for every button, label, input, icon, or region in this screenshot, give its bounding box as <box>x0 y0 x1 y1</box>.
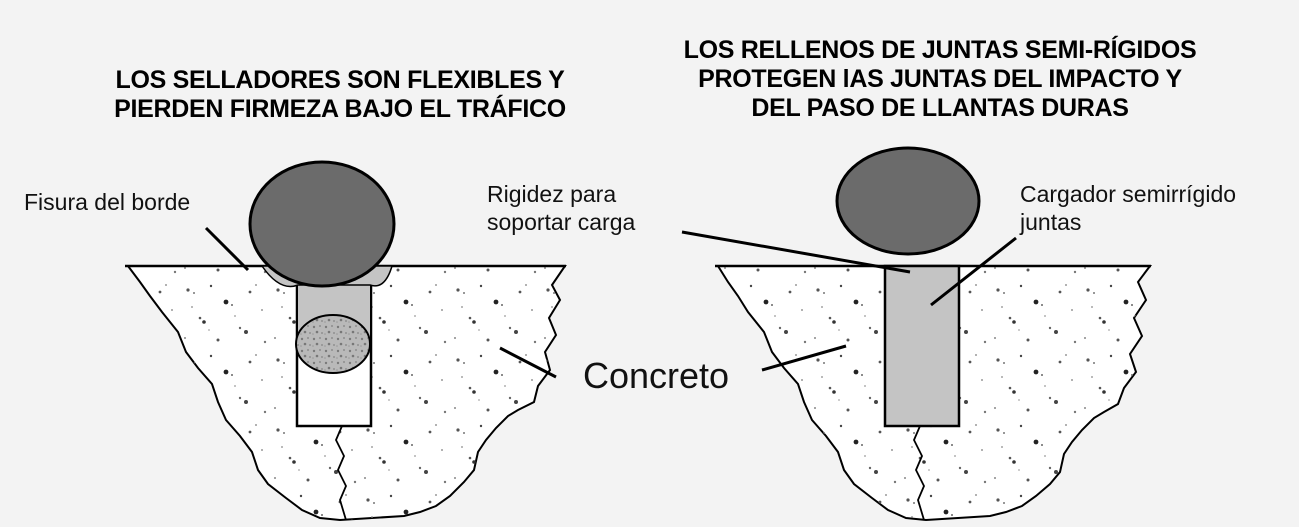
left-wheel <box>248 160 396 288</box>
left-title-line-1: LOS SELLADORES SON FLEXIBLES Y <box>115 66 565 94</box>
left-concreto-pointer <box>499 346 557 379</box>
right-wheel <box>835 146 981 256</box>
right-rigidez-pointer <box>681 230 911 274</box>
rigidez-label-line-1: Rigidez para <box>487 181 617 207</box>
left-fisura-pointer <box>204 226 250 272</box>
left-panel-diagram <box>125 160 567 522</box>
right-panel-diagram <box>681 146 1152 522</box>
right-panel-title: LOS RELLENOS DE JUNTAS SEMI-RÍGIDOS PROT… <box>650 36 1230 123</box>
left-joint-crack <box>335 425 347 521</box>
fisura-del-borde-label: Fisura del borde <box>24 189 191 215</box>
left-panel-title: LOS SELLADORES SON FLEXIBLES Y PIERDEN F… <box>60 66 620 124</box>
rigidez-label: Rigidez para soportar carga <box>487 180 635 236</box>
right-title-line-2: PROTEGEN lAS JUNTAS DEL IMPACTO Y <box>698 65 1182 93</box>
right-title-line-3: DEL PASO DE LLANTAS DURAS <box>751 94 1129 122</box>
right-title-line-1: LOS RELLENOS DE JUNTAS SEMI-RÍGIDOS <box>683 36 1197 64</box>
left-title-line-2: PIERDEN FIRMEZA BAJO EL TRÁFICO <box>114 95 566 123</box>
cargador-label-line-1: Cargador semirrígido <box>1020 181 1237 207</box>
right-concreto-pointer <box>761 344 847 372</box>
concreto-label: Concreto <box>583 355 730 396</box>
right-cargador-pointer <box>930 236 1017 307</box>
cargador-label-line-2: juntas <box>1020 209 1082 235</box>
cargador-label: Cargador semirrígido juntas <box>1020 180 1236 236</box>
right-joint-crack <box>913 425 925 521</box>
rigidez-label-line-2: soportar carga <box>487 209 636 235</box>
left-backer-rod <box>295 314 371 374</box>
